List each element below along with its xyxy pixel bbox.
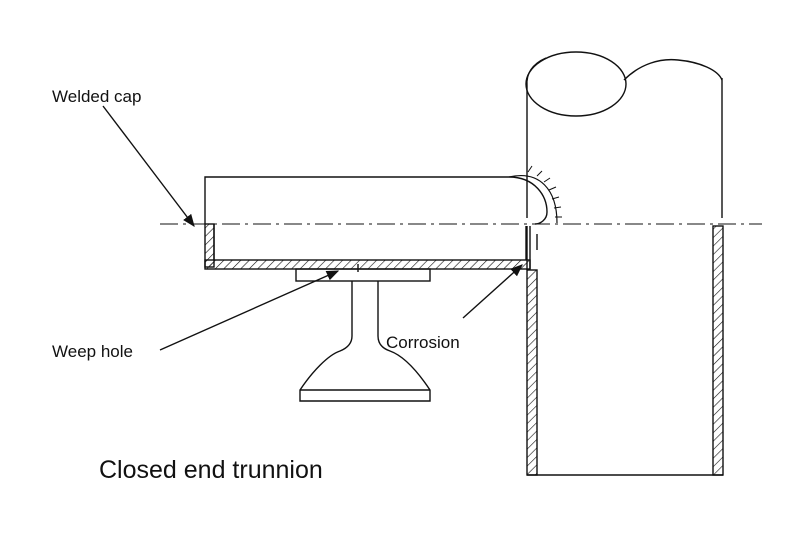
i-beam-support	[295, 264, 431, 402]
welded-cap-label: Welded cap	[52, 87, 142, 106]
weep-hole-leader	[159, 270, 340, 351]
weep-hole-label: Weep hole	[52, 342, 133, 361]
pipe-top-ellipse	[525, 51, 627, 117]
welded-cap-leader	[102, 105, 195, 228]
trunnion-bottom-wall	[204, 259, 531, 270]
trunnion-pipe	[204, 165, 562, 270]
main-pipe	[525, 51, 724, 476]
pipe-left-wall	[526, 269, 538, 476]
diagram-caption: Closed end trunnion	[99, 456, 323, 484]
pipe-top-outline	[623, 58, 723, 81]
pipe-right-wall	[712, 225, 724, 476]
corrosion-label: Corrosion	[386, 333, 460, 352]
corrosion-leader	[462, 264, 523, 319]
